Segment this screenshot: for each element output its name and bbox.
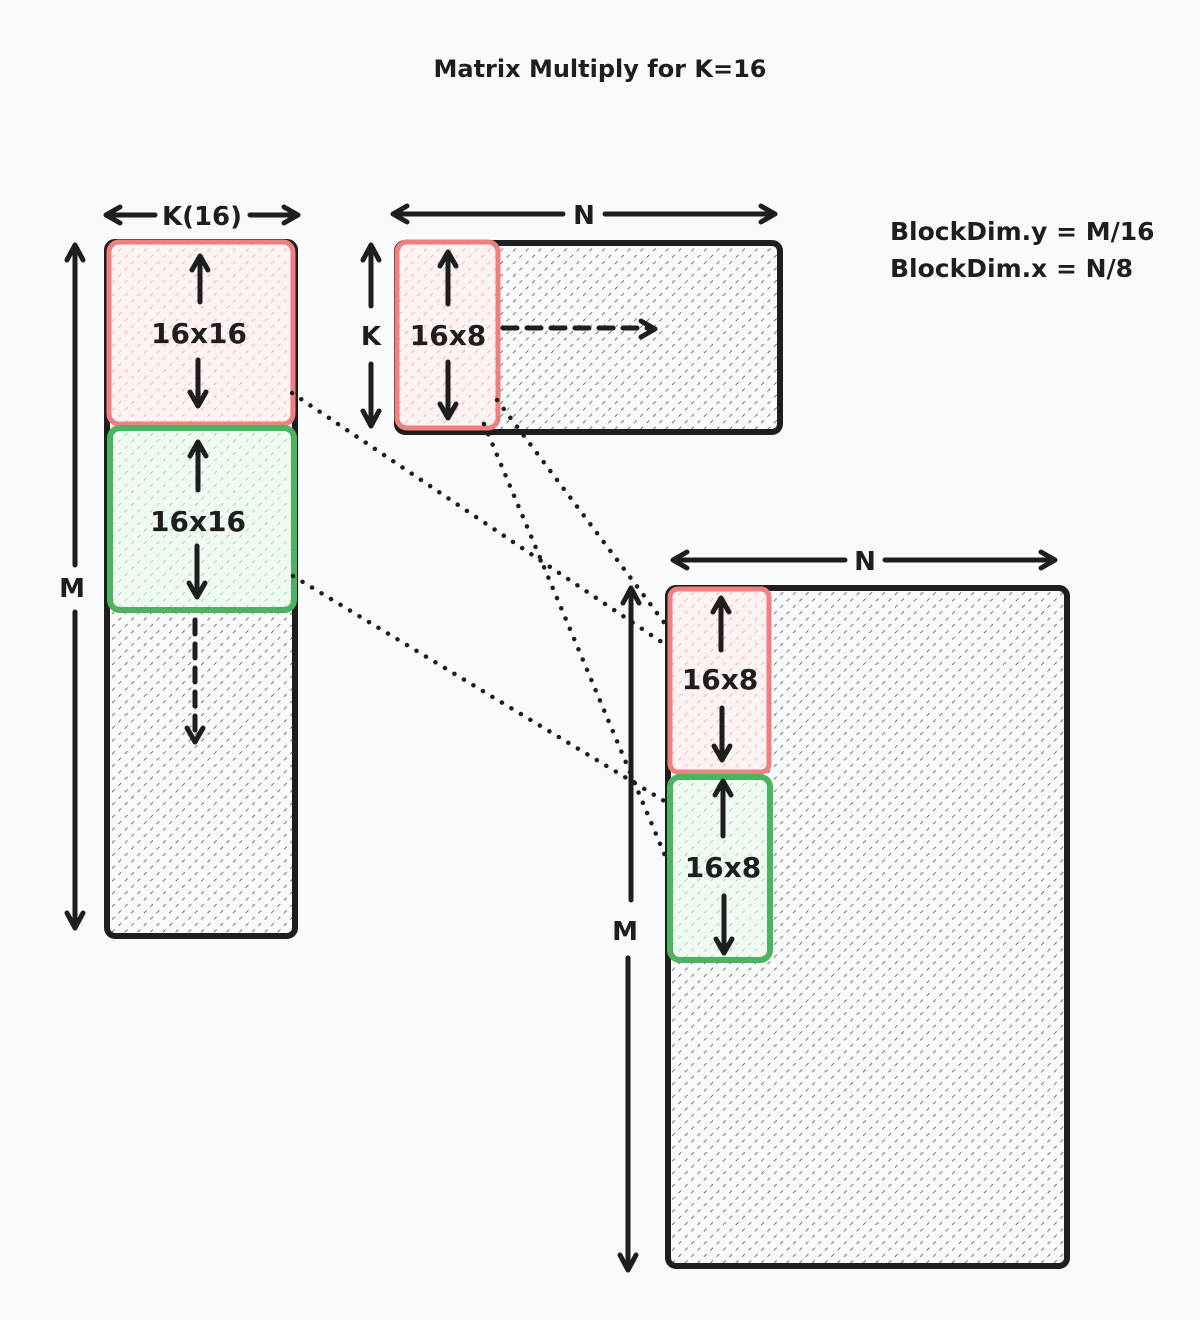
matrix-b-progress-arrow <box>500 318 658 340</box>
matrix-b-width-arrow <box>390 203 778 225</box>
up-arrow-icon <box>187 439 209 493</box>
connector-a-red-to-c-red <box>289 390 669 648</box>
up-arrow-icon <box>437 249 459 307</box>
matrix-a-progress-arrow <box>184 617 206 745</box>
matrix-c-tile-green-label: 16x8 <box>685 851 762 884</box>
matrix-b: N K 16x8 <box>360 201 783 435</box>
matrix-b-tile-red: 16x8 <box>394 239 501 431</box>
matrix-a-width-label: K(16) <box>162 202 242 232</box>
block-dim-x-note: BlockDim.x = N/8 <box>890 254 1133 283</box>
down-arrow-icon <box>186 543 208 600</box>
up-arrow-icon <box>710 595 732 653</box>
down-arrow-icon <box>711 705 733 763</box>
down-arrow-icon <box>713 893 735 956</box>
matrix-b-tile-red-label: 16x8 <box>410 319 487 352</box>
matrix-c-tile-green: 16x8 <box>667 774 773 963</box>
matrix-c: N M 16x8 16x8 <box>612 547 1070 1273</box>
matrix-c-height-label: M <box>612 917 638 947</box>
down-arrow-icon <box>187 357 209 409</box>
matrix-b-height-label: K <box>361 322 382 352</box>
matrix-b-width-label: N <box>573 201 595 231</box>
matrix-a-tile-green: 16x16 <box>107 425 297 613</box>
matrix-c-width-arrow <box>670 549 1058 571</box>
block-dim-notes: BlockDim.y = M/16 BlockDim.x = N/8 <box>890 217 1155 283</box>
matrix-a: K(16) M 16x16 16x16 <box>59 202 301 939</box>
matrix-c-height-arrow <box>617 585 642 1273</box>
diagram-title: Matrix Multiply for K=16 <box>434 55 767 83</box>
matrix-a-height-label: M <box>59 574 85 604</box>
matrix-c-tile-red-label: 16x8 <box>682 663 759 696</box>
connector-a-green-to-c-green <box>290 573 669 805</box>
connector-b-to-c-red <box>494 397 669 628</box>
matrix-b-height-arrow <box>360 242 382 429</box>
matrix-a-tile-red-label: 16x16 <box>151 317 247 350</box>
matrix-a-tile-green-label: 16x16 <box>150 505 246 538</box>
matrix-c-tile-red: 16x8 <box>667 586 772 775</box>
connector-b-to-c-green <box>481 421 669 861</box>
matrix-a-width-arrow <box>103 204 301 226</box>
matrix-a-height-arrow <box>64 242 86 931</box>
connector-lines <box>289 390 669 861</box>
matrix-c-width-label: N <box>854 547 876 577</box>
down-arrow-icon <box>437 359 459 421</box>
matrix-a-tile-red: 16x16 <box>106 239 296 427</box>
up-arrow-icon <box>189 253 211 305</box>
up-arrow-icon <box>712 778 734 839</box>
block-dim-y-note: BlockDim.y = M/16 <box>890 217 1155 246</box>
